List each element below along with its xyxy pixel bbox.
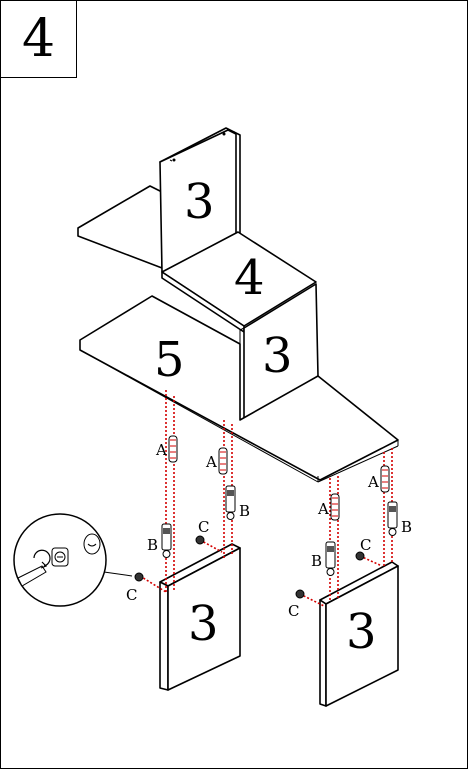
- cam-bolt-b-parts: B B B B: [147, 485, 412, 576]
- cam-lock-c-label-3: C: [288, 602, 299, 620]
- center-upright-panel: 3: [239, 283, 319, 425]
- dowel-a-label-3: A: [317, 500, 329, 518]
- cam-lock-c-label-4: C: [360, 536, 371, 554]
- cam-lock-turn-icon: [33, 547, 69, 569]
- center-upright-number: 3: [262, 328, 293, 384]
- dowel-a-label-4: A: [367, 473, 379, 491]
- bottom-left-upright-number: 3: [188, 596, 219, 652]
- top-left-shelf: [77, 185, 163, 269]
- step-box: 4: [1, 1, 77, 78]
- cam-bolt-b-label-4: B: [401, 518, 412, 536]
- cam-lock-c-label-1: C: [126, 586, 137, 604]
- cam-lock-detail-callout: [13, 513, 133, 607]
- back-upright-number: 3: [184, 174, 215, 230]
- dowel-a-parts: A A A A: [155, 435, 390, 521]
- back-upright-panel: 3: [159, 127, 241, 273]
- bottom-left-upright-panel: 3: [159, 543, 241, 691]
- cam-bolt-b-label-1: B: [147, 536, 158, 554]
- lower-shelf-panel: 5: [79, 295, 399, 483]
- bottom-right-upright-panel: 3: [319, 561, 399, 707]
- step-number: 4: [21, 9, 56, 69]
- cam-lock-c-label-2: C: [198, 518, 209, 536]
- screwdriver-icon: [17, 565, 47, 587]
- lower-shelf-number: 5: [154, 332, 185, 388]
- dowel-a-label-1: A: [155, 441, 167, 459]
- cam-bolt-b-label-3: B: [311, 552, 322, 570]
- middle-shelf-number: 4: [234, 250, 265, 306]
- cam-lock-c-parts: C C C C: [126, 518, 371, 620]
- cam-bolt-b-label-2: B: [239, 502, 250, 520]
- middle-shelf-panel: 4: [161, 231, 317, 333]
- bottom-right-upright-number: 3: [346, 604, 377, 660]
- dowel-a-label-2: A: [205, 453, 217, 471]
